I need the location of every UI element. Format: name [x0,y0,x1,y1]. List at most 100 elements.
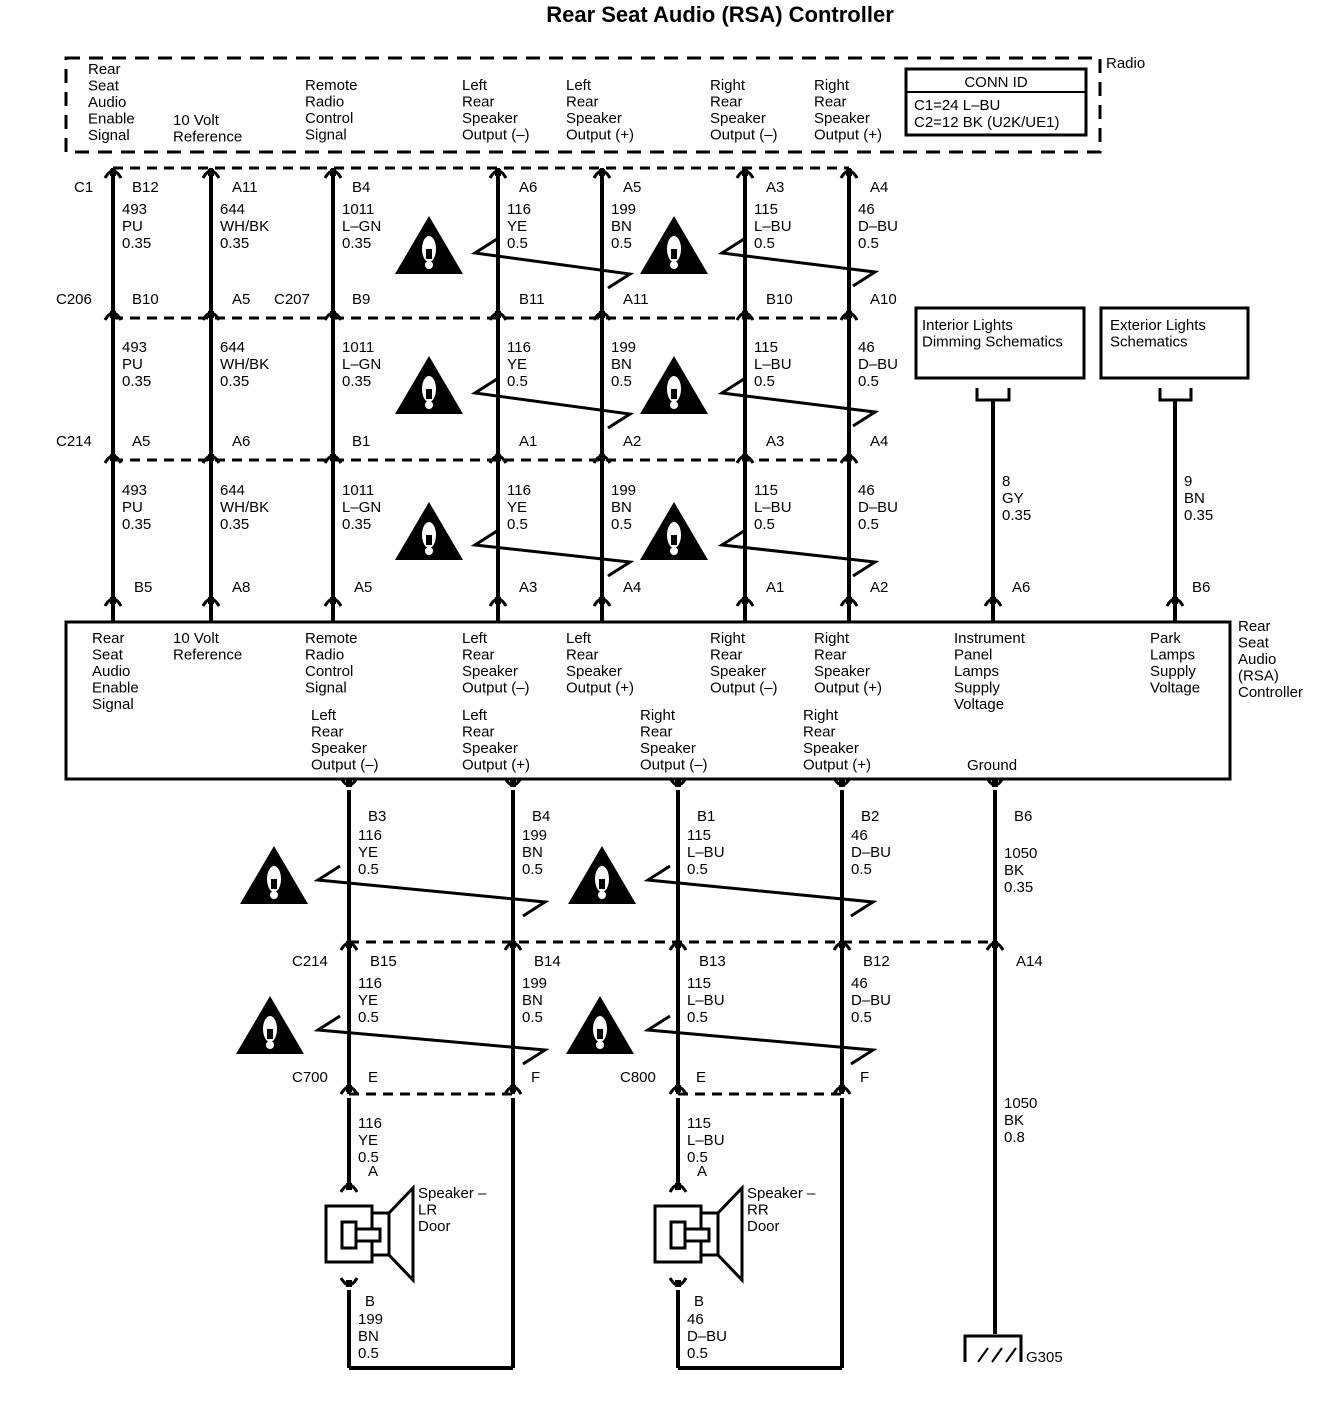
connector-pin [495,169,501,176]
wire-label: 199 [611,339,636,356]
wire-label: 199 [522,975,547,992]
wire-label: 116 [507,482,531,499]
rsa-controller-name: Controller [1238,684,1303,701]
radio-pin-label: Reference [173,129,242,146]
connector-name: C214 [56,433,92,450]
pin-label: A5 [354,579,372,596]
connector-pin [675,941,681,948]
twisted-pair-marker [643,864,878,918]
wire-label: 115 [754,201,778,218]
pin-label: B4 [532,808,550,825]
wire-label: 199 [611,482,636,499]
connector-pin [599,454,605,461]
rsa-pin-label: Rear [462,724,495,741]
connector-pin [495,597,501,604]
pin-label: B11 [519,291,545,308]
speaker-label: Door [418,1218,451,1235]
rsa-pin-label: Left [311,707,337,724]
ground-symbol [963,1334,1023,1362]
radio-pin-label: Audio [88,94,126,111]
wire-label: YE [507,499,527,516]
wire-label: 46 [858,482,875,499]
pin-label: A5 [132,433,150,450]
connector-pin [599,169,605,176]
radio-pin-label: Right [710,77,746,94]
rsa-pin-label: Lamps [1150,647,1195,664]
radio-pin-label: Left [462,77,488,94]
rsa-pin-label: Signal [305,680,347,697]
connector-name: C800 [620,1069,656,1086]
rsa-pin-label: Rear [803,724,836,741]
wire-label: 0.35 [220,373,249,390]
pin-label: A6 [1012,579,1030,596]
pin-label: B12 [132,179,159,196]
wire-label: BN [522,992,543,1009]
wire-label: 644 [220,339,245,356]
pin-label: B10 [766,291,793,308]
connector-pin [208,169,214,176]
pin-label: E [696,1069,706,1086]
warning-icon-mark [671,389,677,399]
rsa-pin-label: Speaker [462,663,518,680]
wire-label: 0.5 [858,516,879,533]
pin-label: B14 [534,953,561,970]
pin-label: B1 [352,433,370,450]
wire-label: 0.5 [754,235,775,252]
connector-pin [208,597,214,604]
wire-label: D–BU [851,992,891,1009]
twisted-pair-marker [717,377,880,428]
wire-label: 0.5 [507,235,528,252]
connector-pin [510,780,516,787]
radio-pin-label: Output (–) [462,127,530,144]
pin-label: A8 [232,579,250,596]
connector-pin [330,454,336,461]
wire-label: 46 [687,1311,704,1328]
radio-pin-label: Seat [88,78,120,95]
rsa-pin-label: Voltage [1150,680,1200,697]
radio-pin-label: Rear [88,61,121,78]
wire-label: PU [122,218,143,235]
wire-label: 0.5 [687,1345,708,1362]
wire-label: 115 [687,827,711,844]
rsa-controller-name: (RSA) [1238,668,1279,685]
rsa-pin-label: Speaker [803,740,859,757]
connector-pin [346,1280,352,1287]
pin-label: A11 [232,179,258,196]
wire-label: L–BU [687,992,725,1009]
connector-pin [846,454,852,461]
wire-label: 115 [754,339,778,356]
ref-box-label: Dimming Schematics [922,334,1063,351]
radio-pin-label: Signal [88,127,130,144]
rsa-pin-label: Control [305,663,353,680]
connector-pin [208,454,214,461]
wire-label: 493 [122,482,147,499]
rsa-pin-label: Output (+) [462,757,530,774]
connector-pin [346,1183,352,1190]
wire-label: L–BU [754,356,792,373]
pin-label: B6 [1014,808,1032,825]
twisted-pair-marker [470,529,635,578]
rsa-pin-label: Panel [954,647,992,664]
conn-id-line: C1=24 L–BU [914,97,1000,114]
rsa-pin-label: Lamps [954,663,999,680]
connector-pin [990,597,996,604]
wire-label: 0.5 [687,861,708,878]
connector-pin [110,454,116,461]
connector-pin [992,941,998,948]
rsa-pin-label: Left [462,630,488,647]
wire-label: 0.5 [611,235,632,252]
wire-label: 0.5 [358,1009,379,1026]
pin-label: B4 [352,179,370,196]
rsa-pin-label: Output (+) [803,757,871,774]
warning-icon-mark [267,1029,273,1039]
pin-label: A1 [519,433,537,450]
radio-component [64,56,1102,154]
wire-label: 199 [358,1311,383,1328]
radio-pin-label: Radio [305,94,344,111]
wire-label: BN [1184,490,1205,507]
wire-label: YE [507,356,527,373]
pin-label: A1 [766,579,784,596]
warning-icon-mark [671,535,677,545]
connector-pin [742,169,748,176]
pin-label: B2 [861,808,879,825]
